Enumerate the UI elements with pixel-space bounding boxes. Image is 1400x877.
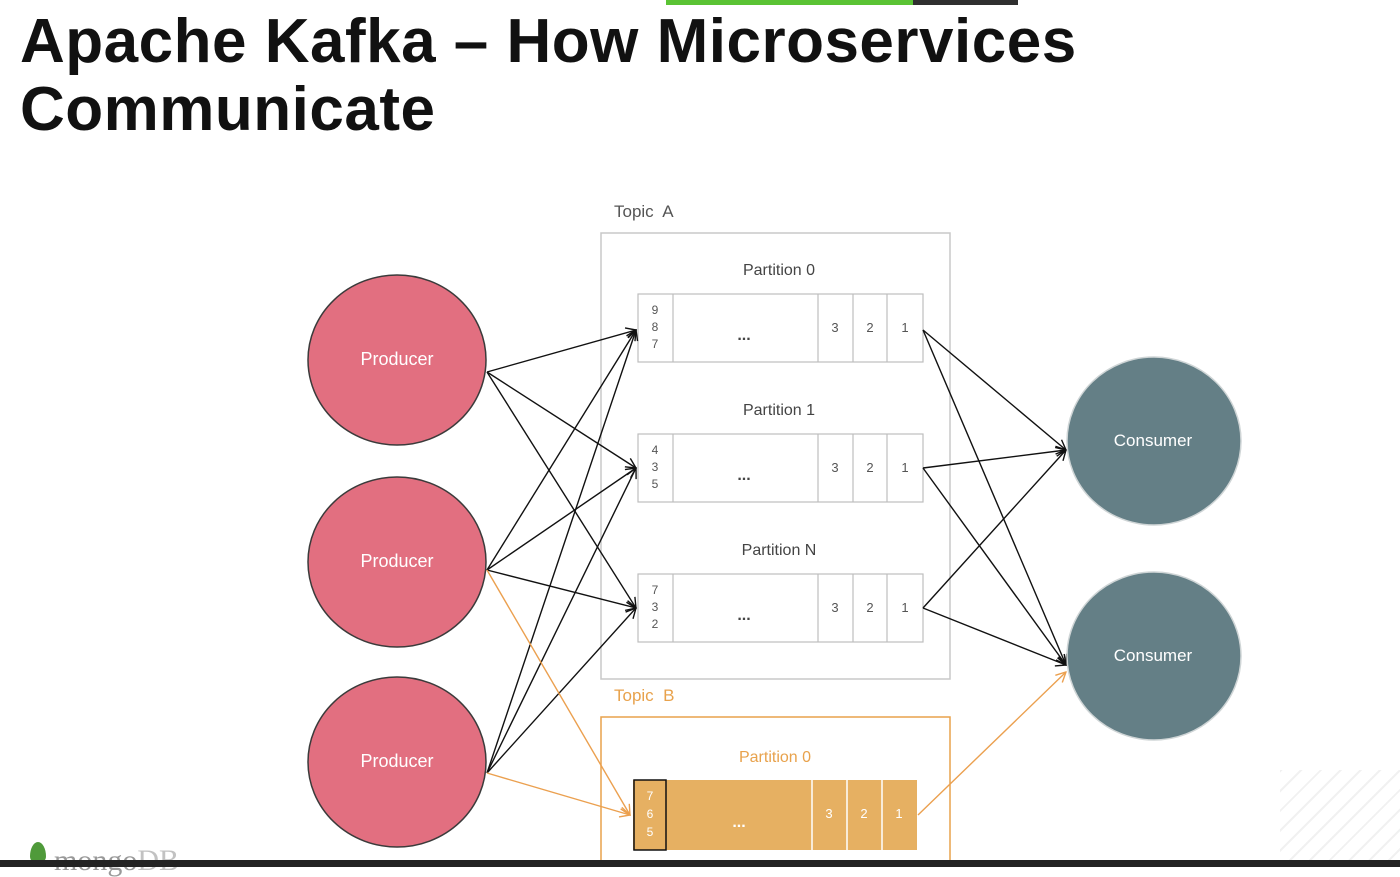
- arrow: [486, 371, 636, 608]
- offset-tail-1: 1: [901, 460, 908, 475]
- arrow: [922, 329, 1066, 450]
- producer-node: Producer: [307, 476, 487, 648]
- arrow: [486, 468, 636, 774]
- ellipsis: ...: [737, 607, 750, 624]
- slide-title: Apache Kafka – How Microservices Communi…: [20, 8, 1320, 144]
- offset-tail-1: 1: [901, 600, 908, 615]
- offset-tail-3: 3: [825, 806, 832, 821]
- consumer-node: Consumer: [1066, 356, 1242, 526]
- mongodb-logo: mongoDB: [22, 842, 192, 876]
- ellipsis: ...: [732, 814, 745, 831]
- producer-label: Producer: [360, 751, 433, 771]
- ellipsis: ...: [737, 467, 750, 484]
- topic-a-box: [600, 232, 951, 680]
- arrow: [922, 450, 1066, 609]
- consumer-circle: [1066, 571, 1242, 741]
- offset-head-2: 8: [652, 320, 659, 334]
- producer-node: Producer: [307, 274, 487, 446]
- topic-b-label: Topic B: [614, 686, 674, 705]
- consumer-circle: [1066, 356, 1242, 526]
- arrow: [486, 468, 636, 571]
- topic-a-partition-n: Partition N 7 3 2 ... 3 2 1: [637, 542, 924, 643]
- offset-tail-3: 3: [831, 320, 838, 335]
- slide-title-line-2: Communicate: [20, 75, 436, 144]
- arrow: [486, 569, 630, 815]
- arrow: [486, 569, 636, 608]
- consumer-label: Consumer: [1114, 646, 1193, 665]
- partition-head-cell: [633, 779, 667, 851]
- arrow: [922, 607, 1066, 665]
- offset-head-2: 6: [647, 807, 654, 821]
- progress-bar-green-segment: [666, 0, 913, 5]
- partition-frame: [637, 433, 924, 503]
- arrow: [922, 329, 1066, 665]
- partition-label: Partition 0: [739, 749, 811, 766]
- partition-label: Partition 1: [743, 402, 815, 419]
- producer-node: Producer: [307, 676, 487, 848]
- producer-circle: [307, 676, 487, 848]
- arrow: [486, 772, 630, 815]
- topic-b-consumer-arrows: [917, 672, 1066, 816]
- offset-head-3: 2: [652, 617, 659, 631]
- offset-head-1: 7: [647, 789, 654, 803]
- offset-tail-2: 2: [866, 320, 873, 335]
- offset-head-1: 4: [652, 443, 659, 457]
- offset-head-1: 9: [652, 303, 659, 317]
- offset-head-3: 5: [652, 477, 659, 491]
- arrow: [486, 330, 636, 571]
- producer-circle: [307, 274, 487, 446]
- offset-head-2: 3: [652, 460, 659, 474]
- arrow: [486, 608, 636, 774]
- offset-tail-2: 2: [866, 460, 873, 475]
- top-progress-bar: [666, 0, 1018, 5]
- partition-frame: [637, 573, 924, 643]
- producer-label: Producer: [360, 551, 433, 571]
- arrow: [486, 330, 636, 774]
- slide-title-line-1: Apache Kafka – How Microservices: [20, 7, 1077, 76]
- producer-circle: [307, 476, 487, 648]
- consumer-label: Consumer: [1114, 431, 1193, 450]
- partition-frame: [637, 293, 924, 363]
- arrow: [486, 330, 636, 373]
- partition-label: Partition N: [742, 542, 817, 559]
- consumer-arrows: [922, 329, 1066, 665]
- arrow: [486, 371, 636, 468]
- leaf-icon: [30, 842, 46, 864]
- bottom-bar: [0, 860, 1400, 867]
- producer-arrows: [486, 330, 636, 774]
- topic-a-partition-1: Partition 1 4 3 5 ... 3 2 1: [637, 402, 924, 503]
- arrow: [922, 467, 1066, 665]
- topic-b-box: [600, 716, 951, 867]
- partition-label: Partition 0: [743, 262, 815, 279]
- producer-topic-b-arrows: [486, 569, 630, 815]
- offset-tail-2: 2: [866, 600, 873, 615]
- consumer-node: Consumer: [1066, 571, 1242, 741]
- arrow: [922, 450, 1066, 469]
- ellipsis: ...: [737, 327, 750, 344]
- offset-tail-1: 1: [901, 320, 908, 335]
- topic-a-label: Topic A: [614, 202, 674, 221]
- topic-a-partition-0: Partition 0 9 8 7 ... 3 2 1: [637, 262, 924, 363]
- offset-head-2: 3: [652, 600, 659, 614]
- offset-tail-1: 1: [895, 806, 902, 821]
- offset-tail-3: 3: [831, 460, 838, 475]
- topic-b-partition-0: Partition 0 7 6 5 ... 3 2 1: [633, 749, 917, 851]
- offset-tail-2: 2: [860, 806, 867, 821]
- offset-head-3: 7: [652, 337, 659, 351]
- offset-tail-3: 3: [831, 600, 838, 615]
- offset-head-3: 5: [647, 825, 654, 839]
- partition-frame: [633, 780, 917, 850]
- arrow: [917, 672, 1066, 816]
- offset-head-1: 7: [652, 583, 659, 597]
- corner-decoration: [1280, 770, 1400, 860]
- progress-bar-dark-segment: [913, 0, 1018, 5]
- producer-label: Producer: [360, 349, 433, 369]
